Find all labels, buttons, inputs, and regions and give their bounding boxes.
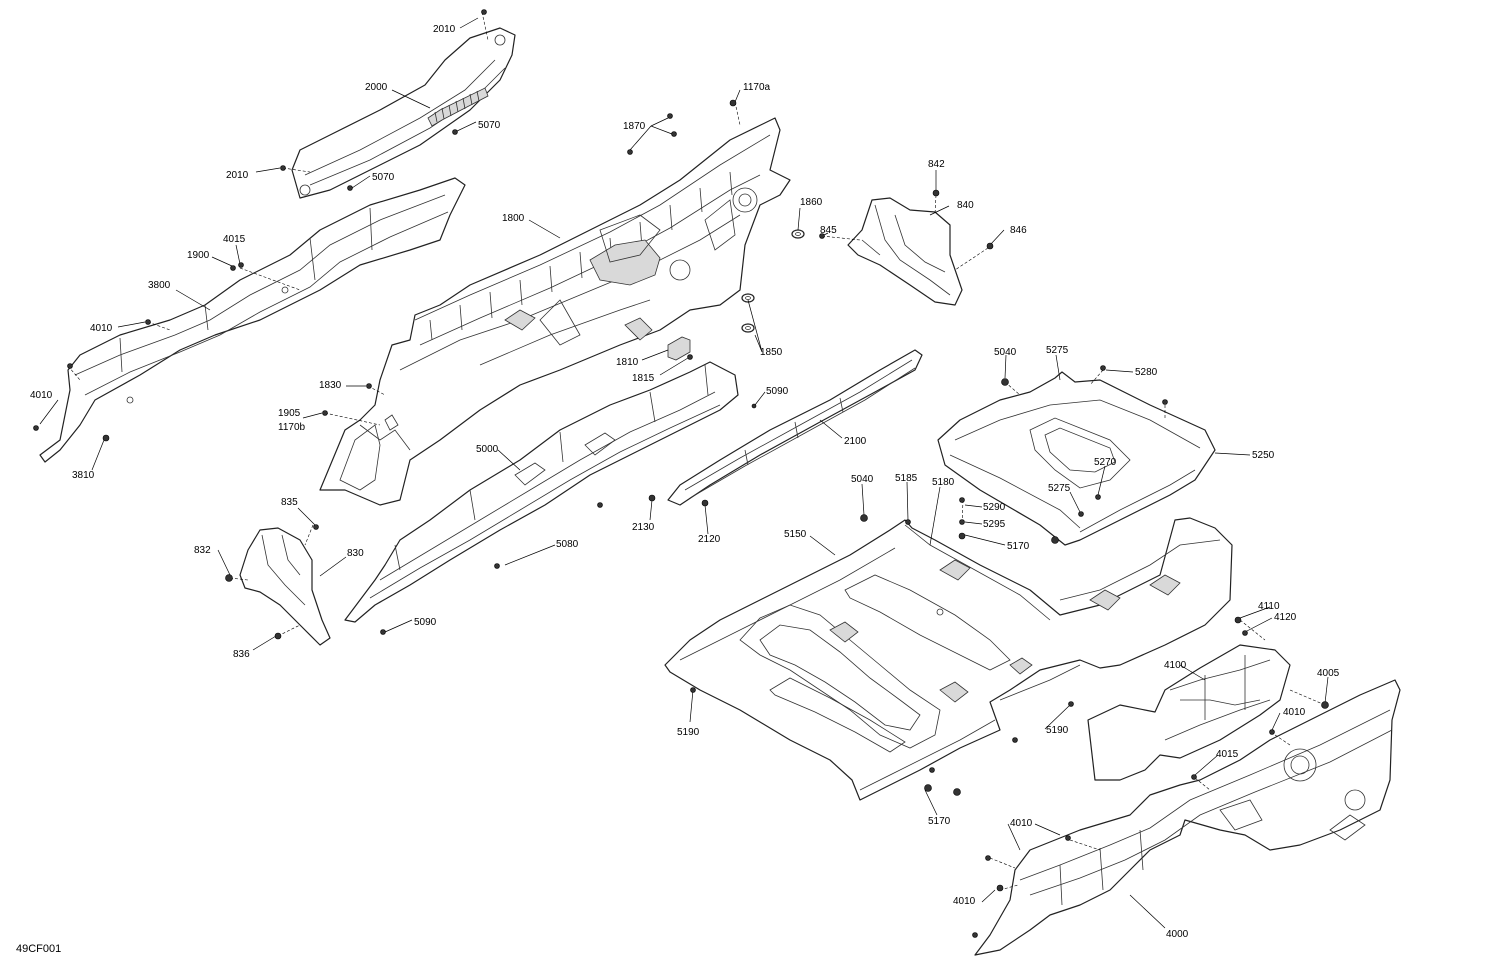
callout-4100: 4100	[1164, 660, 1187, 671]
part-1850-grommets	[741, 229, 805, 333]
part-1810-connector	[667, 336, 691, 361]
callout-5180: 5180	[932, 477, 955, 488]
callout-5040: 5040	[994, 347, 1017, 358]
callout-2000: 2000	[365, 82, 388, 93]
callout-4010: 4010	[1283, 707, 1306, 718]
callout-1810: 1810	[616, 357, 639, 368]
callout-1170a: 1170a	[743, 82, 771, 93]
callout-5090: 5090	[414, 617, 437, 628]
callout-2010: 2010	[433, 24, 456, 35]
callout-1850: 1850	[760, 347, 783, 358]
callout-4110: 4110	[1258, 601, 1280, 612]
callout-2120: 2120	[698, 534, 721, 545]
callout-5190: 5190	[677, 727, 700, 738]
callout-5070: 5070	[372, 172, 395, 183]
callout-4010: 4010	[90, 323, 113, 334]
callout-1900: 1900	[187, 250, 210, 261]
diagram-code: 49CF001	[16, 943, 61, 955]
callout-2130: 2130	[632, 522, 655, 533]
callout-4120: 4120	[1274, 612, 1297, 623]
callout-832: 832	[194, 545, 211, 556]
callout-3800: 3800	[148, 280, 171, 291]
callout-4010: 4010	[30, 390, 53, 401]
callout-5070: 5070	[478, 120, 501, 131]
callout-4010: 4010	[1010, 818, 1033, 829]
callout-1830: 1830	[319, 380, 342, 391]
part-1800-firewall-panel	[319, 117, 791, 506]
callout-1870: 1870	[623, 121, 646, 132]
callout-845: 845	[820, 225, 837, 236]
callout-5080: 5080	[556, 539, 579, 550]
callout-5190: 5190	[1046, 725, 1069, 736]
callout-840: 840	[957, 200, 974, 211]
callout-5150: 5150	[784, 529, 807, 540]
part-5150-floor	[664, 517, 1233, 801]
callout-1170b: 1170b	[278, 422, 306, 433]
callout-4015: 4015	[1216, 749, 1239, 760]
callout-1860: 1860	[800, 197, 823, 208]
callout-846: 846	[1010, 225, 1027, 236]
part-5250-tray	[937, 371, 1216, 546]
callout-5295: 5295	[983, 519, 1006, 530]
callout-5090: 5090	[766, 386, 789, 397]
callout-1800: 1800	[502, 213, 525, 224]
callout-2010: 2010	[226, 170, 249, 181]
part-840-bracket	[847, 197, 963, 306]
callout-5275: 5275	[1048, 483, 1071, 494]
callout-3810: 3810	[72, 470, 95, 481]
callout-4015: 4015	[223, 234, 246, 245]
callout-5290: 5290	[983, 502, 1006, 513]
callout-5170: 5170	[928, 816, 951, 827]
callout-5280: 5280	[1135, 367, 1158, 378]
assembly-lines	[67, 11, 1326, 891]
part-5000-center-rail	[344, 361, 739, 623]
callout-836: 836	[233, 649, 250, 660]
callout-5040: 5040	[851, 474, 874, 485]
callout-4005: 4005	[1317, 668, 1340, 679]
part-4100-deflector	[1087, 644, 1291, 781]
part-3800-left-rail	[39, 177, 466, 463]
fasteners	[33, 9, 1329, 938]
part-830-bracket	[239, 527, 331, 646]
callout-830: 830	[347, 548, 364, 559]
callout-2100: 2100	[844, 436, 867, 447]
callout-labels: 2010 2000 5070 2010 5070 4015 1900 3800 …	[30, 24, 1340, 940]
leader-lines	[39, 17, 1329, 929]
callout-5250: 5250	[1252, 450, 1275, 461]
callout-5275: 5275	[1046, 345, 1069, 356]
callout-4010: 4010	[953, 896, 976, 907]
part-2100-bar	[667, 349, 923, 506]
callout-5170: 5170	[1007, 541, 1030, 552]
callout-5000: 5000	[476, 444, 499, 455]
callout-842: 842	[928, 159, 945, 170]
callout-5185: 5185	[895, 473, 918, 484]
callout-1815: 1815	[632, 373, 655, 384]
callout-835: 835	[281, 497, 298, 508]
callout-4000: 4000	[1166, 929, 1189, 940]
part-2000-bracket	[291, 27, 516, 199]
callout-1905: 1905	[278, 408, 301, 419]
part-4000-rear-rail	[974, 679, 1401, 956]
callout-5270: 5270	[1094, 457, 1117, 468]
